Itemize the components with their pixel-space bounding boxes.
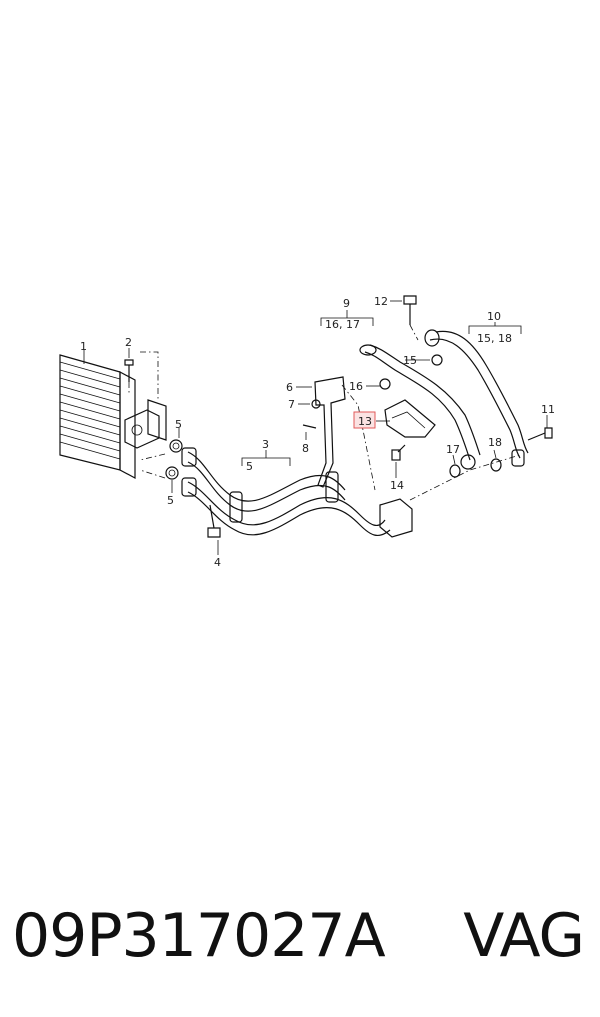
callout-12: 12 [374,295,388,308]
callout-15: 15 [403,354,417,367]
callout-18: 18 [488,436,502,449]
callout-5-top: 5 [175,418,182,431]
holder-13 [384,399,436,461]
seal-rings-5 [165,439,183,480]
leader-dash [140,351,159,400]
bolt-12 [403,295,419,341]
callout-2: 2 [125,336,132,349]
leader-line [452,454,456,465]
leader-dash [139,453,166,461]
bolt-11 [527,427,553,441]
callout-17: 17 [446,443,460,456]
oil-pipe-9 [359,344,481,470]
callout-13-highlight [353,411,376,429]
callout-1: 1 [80,340,87,353]
callout-14: 14 [390,479,404,492]
oil-cooler [59,354,167,479]
callout-4: 4 [214,556,221,569]
callout-13: 13 [358,415,372,428]
leader-dash [409,454,521,501]
callout-9-group: 16, 17 [325,318,360,331]
leader-dash [139,469,166,479]
callout-9: 9 [343,297,350,310]
bolt-2 [124,359,134,395]
part-number: 09P317027A [12,901,386,971]
callout-5-bottom: 5 [167,494,174,507]
seal-rings-17-18 [449,458,502,478]
callout-10: 10 [487,310,501,323]
callout-11: 11 [541,403,555,416]
callout-8: 8 [302,442,309,455]
callout-16: 16 [349,380,363,393]
cooler-pipe-assembly-3 [181,447,413,538]
callout-3: 3 [262,438,269,451]
leader-line [493,449,497,459]
bolt-4 [207,504,221,538]
callout-6: 6 [286,381,293,394]
callout-10-group: 15, 18 [477,332,512,345]
brand-label: VAG [463,901,585,971]
callout-7: 7 [288,398,295,411]
oil-pipe-10 [424,329,529,467]
footer: 09P317027A VAG [12,896,592,976]
bracket-6 [302,376,376,491]
callout-5-group: 5 [246,460,253,473]
